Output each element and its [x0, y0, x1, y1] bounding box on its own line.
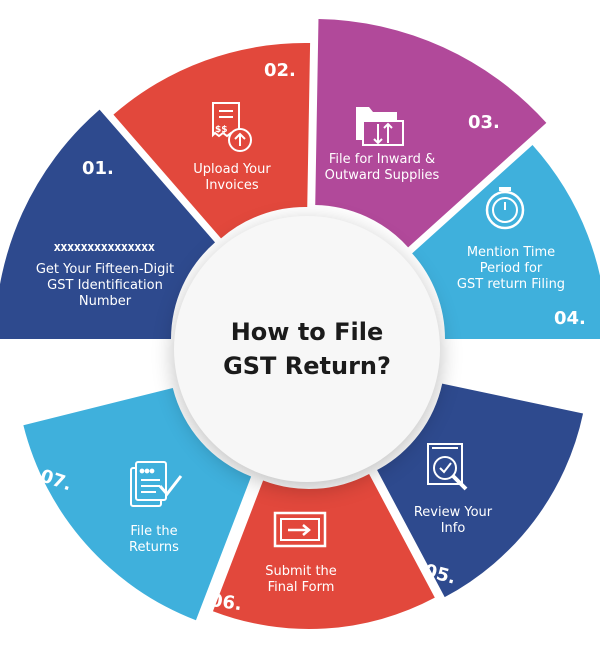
step-02-segment — [113, 43, 311, 239]
center-circle: How to File GST Return? — [174, 216, 440, 482]
id-number-icon: xxxxxxxxxxxxxxx — [54, 240, 156, 254]
step-06-number: 06. — [208, 589, 244, 616]
folder-transfer-icon — [356, 107, 404, 146]
submit-form-icon — [273, 511, 327, 548]
step-07-segment — [23, 387, 252, 621]
step-01-number: 01. — [82, 158, 114, 179]
checklist-icon — [130, 461, 183, 507]
step-05-segment — [377, 383, 584, 598]
svg-text:$$: $$ — [215, 125, 228, 135]
upload-invoice-icon: $$ — [212, 102, 252, 152]
step-03-segment — [315, 19, 547, 248]
stopwatch-icon — [485, 187, 525, 230]
document-search-icon — [427, 443, 468, 491]
page-title: How to File GST Return? — [223, 318, 391, 380]
step-04-number: 04. — [554, 308, 586, 329]
step-03-label: File for Inward &Outward Supplies — [324, 152, 440, 183]
svg-text:xxxxxxxxxxxxxxx: xxxxxxxxxxxxxxx — [54, 240, 155, 254]
step-02-number: 02. — [264, 60, 296, 81]
step-04-segment — [412, 144, 600, 339]
step-06-segment — [212, 474, 435, 629]
step-03-number: 03. — [468, 112, 500, 133]
step-01-segment — [0, 109, 216, 339]
